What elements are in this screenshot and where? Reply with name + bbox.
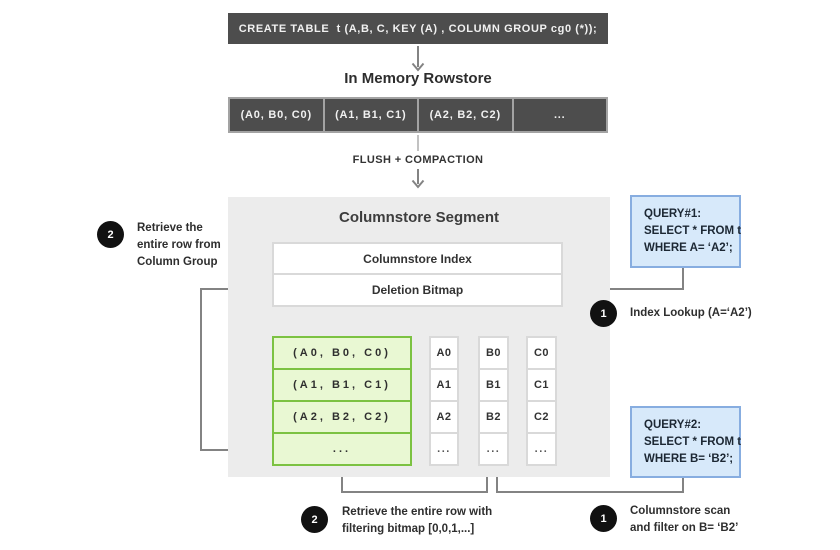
column-c-cell: C0 [526, 336, 557, 370]
column-a-stack: A0 A1 A2 ... [429, 336, 459, 466]
step-1-badge: 1 [590, 300, 617, 327]
step-2-badge: 2 [301, 506, 328, 533]
column-group-cell: (A2, B2, C2) [272, 400, 412, 434]
annotation-retrieve-row-column-group: Retrieve the entire row from Column Grou… [137, 222, 221, 268]
query2-line: QUERY#2: [644, 419, 702, 431]
column-c-stack: C0 C1 C2 ... [526, 336, 557, 466]
column-c-cell: ... [526, 432, 557, 466]
column-b-cell: ... [478, 432, 509, 466]
flush-compaction-label: FLUSH + COMPACTION [352, 154, 484, 166]
arrow-create-to-rowstore [411, 46, 425, 72]
rowstore-bar: (A0, B0, C0) (A1, B1, C1) (A2, B2, C2) .… [228, 97, 608, 133]
query1-line: WHERE A= ‘A2’; [644, 242, 733, 254]
column-b-cell: B2 [478, 400, 509, 434]
column-b-cell: B0 [478, 336, 509, 370]
query2-line: WHERE B= ‘B2’; [644, 453, 734, 465]
column-group-cell: ... [272, 432, 412, 466]
annotation-columnstore-scan: Columnstore scan and filter on B= ‘B2’ [630, 505, 739, 534]
query1-line: QUERY#1: [644, 208, 702, 220]
arrow-flush-to-segment [411, 169, 425, 189]
column-c-cell: C1 [526, 368, 557, 402]
column-group-cell: (A1, B1, C1) [272, 368, 412, 402]
column-group-stack: (A0, B0, C0) (A1, B1, C1) (A2, B2, C2) .… [272, 336, 412, 466]
column-a-cell: A2 [429, 400, 459, 434]
rowstore-cell: (A0, B0, C0) [230, 99, 323, 131]
query2-line: SELECT * FROM t [644, 436, 742, 448]
step-1-badge: 1 [590, 505, 617, 532]
columnstore-index-bar: Columnstore Index [272, 242, 563, 275]
column-group-cell: (A0, B0, C0) [272, 336, 412, 370]
column-a-cell: A1 [429, 368, 459, 402]
query2-box: QUERY#2: SELECT * FROM t WHERE B= ‘B2’; [630, 406, 741, 478]
annotation-index-lookup: Index Lookup (A=‘A2’) [630, 307, 752, 319]
rowstore-cell: ... [513, 99, 606, 131]
column-a-cell: A0 [429, 336, 459, 370]
rowstore-cell: (A1, B1, C1) [324, 99, 417, 131]
create-table-statement: CREATE TABLE t (A,B, C, KEY (A) , COLUMN… [228, 13, 608, 44]
step-2-badge: 2 [97, 221, 124, 248]
column-c-cell: C2 [526, 400, 557, 434]
annotation-retrieve-row-bitmap: Retrieve the entire row with filtering b… [342, 506, 493, 535]
query1-line: SELECT * FROM t [644, 225, 742, 237]
query1-box: QUERY#1: SELECT * FROM t WHERE A= ‘A2’; [630, 195, 741, 268]
deletion-bitmap-bar: Deletion Bitmap [272, 273, 563, 307]
rowstore-title: In Memory Rowstore [344, 70, 492, 87]
column-a-cell: ... [429, 432, 459, 466]
columnstore-segment-title: Columnstore Segment [338, 209, 500, 226]
column-b-stack: B0 B1 B2 ... [478, 336, 509, 466]
column-b-cell: B1 [478, 368, 509, 402]
rowstore-cell: (A2, B2, C2) [419, 99, 512, 131]
